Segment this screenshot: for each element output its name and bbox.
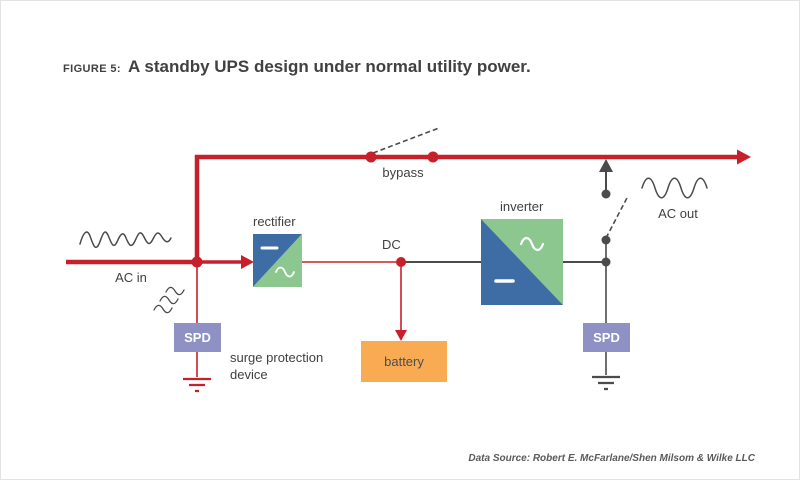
dc-link: [302, 257, 481, 267]
ac-in-label: AC in: [115, 270, 147, 285]
bypass-arrowhead: [737, 149, 751, 165]
up-arrowhead: [599, 159, 613, 172]
ac-out-wave-icon: [641, 177, 708, 199]
rectifier-symbol: [253, 234, 302, 287]
inverter-symbol: [481, 219, 563, 305]
figure-title-bar: FIGURE 5: A standby UPS design under nor…: [63, 57, 531, 77]
ac-in-junction-dot: [191, 256, 203, 268]
bypass-switch: [365, 127, 440, 163]
data-source-credit: Data Source: Robert E. McFarlane/Shen Mi…: [468, 453, 755, 464]
battery-box: battery: [361, 341, 447, 382]
transfer-switch: [599, 159, 629, 245]
rectifier-label: rectifier: [253, 214, 296, 229]
figure-number: FIGURE 5:: [63, 63, 121, 75]
spd-left-box: SPD: [174, 323, 221, 352]
inverter-label: inverter: [500, 199, 544, 214]
surge-icon: [153, 286, 185, 314]
ac-power-path: [66, 149, 751, 269]
dc-label: DC: [382, 237, 401, 252]
spd-right-box: SPD: [583, 323, 630, 352]
ground-icon-left: [183, 377, 211, 393]
ac-in-wave-icon: [79, 231, 172, 248]
ground-icon-right: [592, 375, 620, 391]
transfer-switch-blade: [605, 195, 629, 239]
figure-title: A standby UPS design under normal utilit…: [128, 57, 531, 76]
bypass-switch-blade: [372, 127, 440, 154]
battery-arrowhead: [395, 330, 407, 341]
rectifier-arrowhead: [241, 255, 254, 269]
bypass-label: bypass: [382, 165, 424, 180]
battery-feed: [395, 267, 407, 341]
ac-sine-icon: [275, 266, 295, 278]
inverter-output-line: [563, 257, 611, 267]
ac-out-label: AC out: [658, 206, 698, 221]
ac-sine-icon: [519, 236, 545, 252]
surge-protection-device-label: surge protection device: [230, 350, 324, 382]
dc-node-dot: [396, 257, 406, 267]
